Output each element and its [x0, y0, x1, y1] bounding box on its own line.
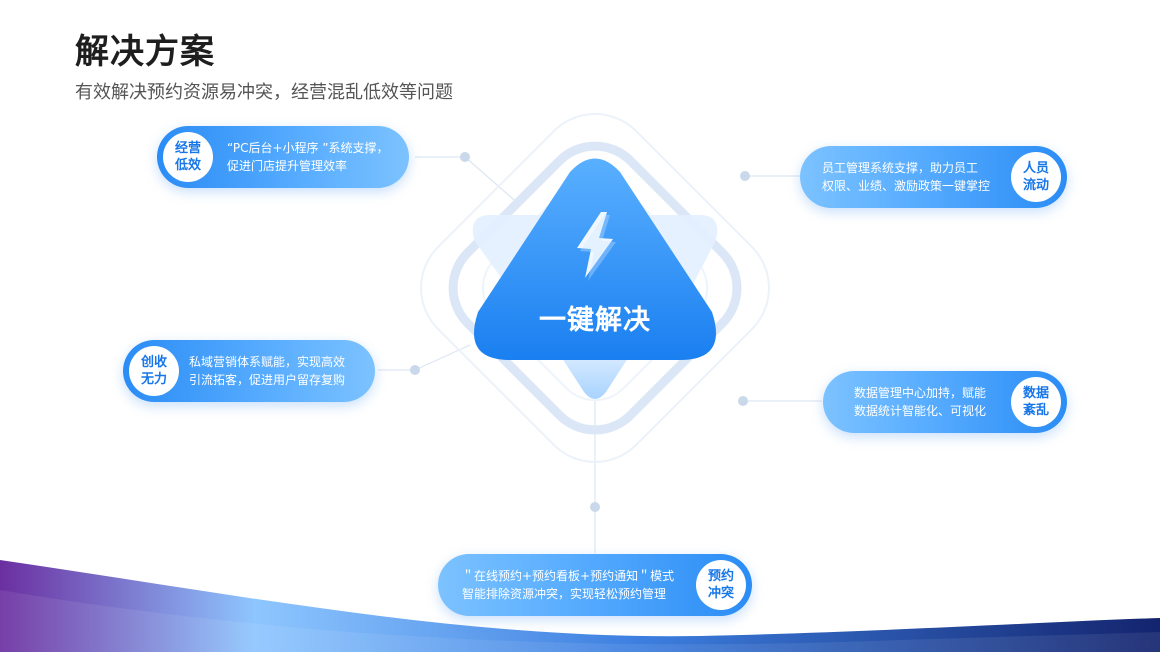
pill-text: 员工管理系统支撑，助力员工 权限、业绩、激励政策一键掌控	[822, 159, 990, 195]
pill-text: ＂在线预约+预约看板+预约通知＂模式 智能排除资源冲突，实现轻松预约管理	[462, 567, 674, 603]
core-label: 一键解决	[539, 305, 651, 336]
solution-pill-revenue: 创收 无力 私域营销体系赋能，实现高效 引流拓客，促进用户留存复购	[123, 340, 375, 402]
pill-line2: 数据统计智能化、可视化	[854, 404, 987, 418]
badge-line2: 冲突	[707, 586, 734, 601]
solution-pill-data: 数据管理中心加持，赋能 数据统计智能化、可视化 数据 紊乱	[823, 371, 1067, 433]
connector-lines	[378, 156, 822, 553]
pill-line1: 员工管理系统支撑，助力员工	[822, 161, 979, 175]
pill-line1: 数据管理中心加持，赋能	[854, 386, 987, 400]
solution-pill-booking: ＂在线预约+预约看板+预约通知＂模式 智能排除资源冲突，实现轻松预约管理 预约 …	[438, 554, 752, 616]
badge-line1: 经营	[174, 141, 201, 156]
badge-line1: 预约	[707, 569, 734, 584]
page-title: 解决方案	[75, 32, 215, 72]
connector-dots	[410, 152, 750, 512]
pill-line1: 私域营销体系赋能，实现高效	[189, 355, 346, 369]
badge-line1: 创收	[140, 355, 167, 370]
lightning-icon	[577, 212, 616, 281]
badge-line2: 低效	[174, 158, 201, 173]
badge-booking: 预约 冲突	[696, 560, 746, 610]
badge-line1: 数据	[1022, 386, 1049, 401]
pill-line2: 智能排除资源冲突，实现轻松预约管理	[462, 587, 667, 601]
solution-pill-staff: 员工管理系统支撑，助力员工 权限、业绩、激励政策一键掌控 人员 流动	[800, 146, 1067, 208]
pill-text: “PC后台+小程序 ”系统支撑， 促进门店提升管理效率	[227, 139, 389, 175]
pill-line1: “PC后台+小程序 ”系统支撑，	[227, 141, 389, 155]
solution-pill-operation: 经营 低效 “PC后台+小程序 ”系统支撑， 促进门店提升管理效率	[157, 126, 409, 188]
pill-line1: ＂在线预约+预约看板+预约通知＂模式	[462, 569, 675, 583]
bottom-wave	[0, 560, 1160, 652]
badge-line2: 无力	[140, 372, 167, 387]
pill-line2: 引流拓客，促进用户留存复购	[189, 373, 346, 387]
page-subtitle: 有效解决预约资源易冲突，经营混乱低效等问题	[75, 82, 453, 103]
pill-line2: 权限、业绩、激励政策一键掌控	[822, 179, 991, 193]
pill-text: 私域营销体系赋能，实现高效 引流拓客，促进用户留存复购	[189, 353, 345, 389]
badge-line2: 流动	[1022, 178, 1049, 193]
badge-line2: 紊乱	[1022, 403, 1049, 418]
badge-staff: 人员 流动	[1011, 152, 1061, 202]
pill-text: 数据管理中心加持，赋能 数据统计智能化、可视化	[854, 384, 986, 420]
badge-line1: 人员	[1022, 161, 1049, 176]
badge-operation: 经营 低效	[163, 132, 213, 182]
badge-revenue: 创收 无力	[129, 346, 179, 396]
badge-data: 数据 紊乱	[1011, 377, 1061, 427]
pill-line2: 促进门店提升管理效率	[227, 159, 348, 173]
